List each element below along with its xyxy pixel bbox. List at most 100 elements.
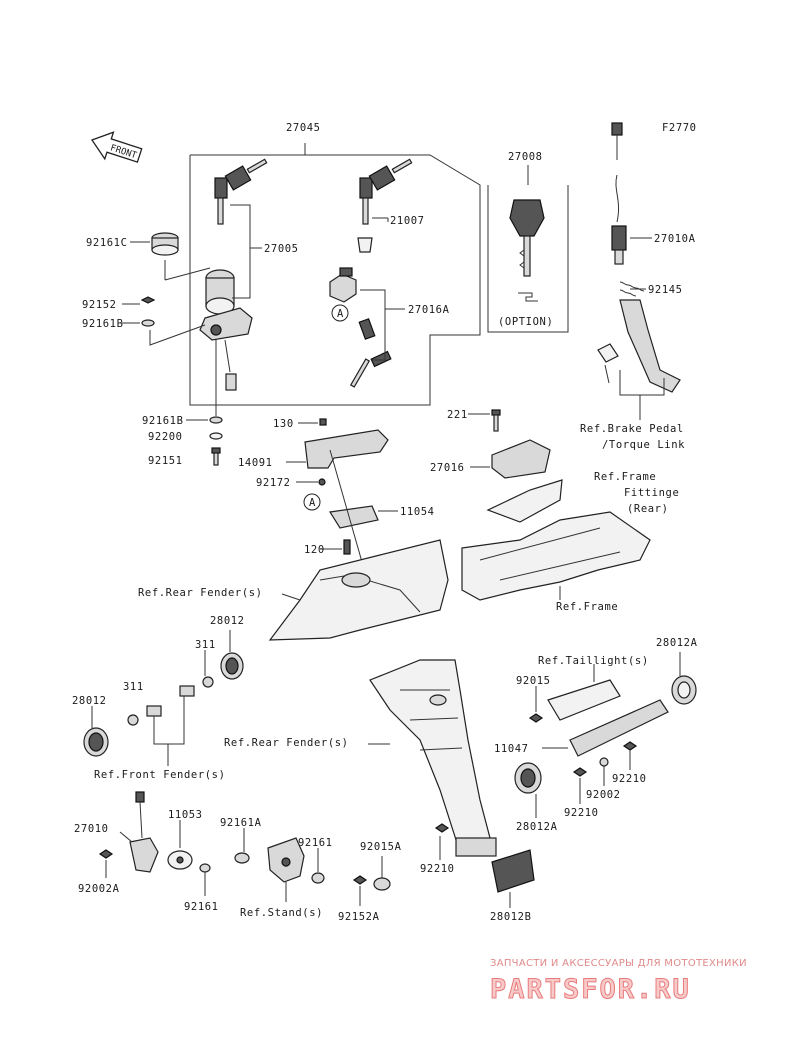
label-option: (OPTION) xyxy=(498,316,553,328)
bracket-11047-icon xyxy=(569,699,669,757)
brake-switch-27010a-icon xyxy=(611,122,627,265)
label-92151: 92151 xyxy=(148,455,183,467)
label-27045: 27045 xyxy=(286,122,321,134)
bolt-120-icon xyxy=(343,539,351,555)
label-ref-brake-pedal: Ref.Brake Pedal xyxy=(580,423,684,435)
reflector-28012-left-icon xyxy=(83,727,109,757)
label-92161c: 92161C xyxy=(86,237,128,249)
label-ref-rear-fender-upper: Ref.Rear Fender(s) xyxy=(138,587,263,599)
label-ref-torque-link: /Torque Link xyxy=(602,439,685,451)
label-92161a: 92161A xyxy=(220,817,262,829)
cover-92015a-icon xyxy=(373,877,391,891)
label-ref-stand: Ref.Stand(s) xyxy=(240,907,323,919)
label-311-a: 311 xyxy=(195,639,216,651)
nut-92152-icon xyxy=(140,296,156,304)
label-92172: 92172 xyxy=(256,477,291,489)
label-11053: 11053 xyxy=(168,809,203,821)
reflector-28012-top-icon xyxy=(220,652,244,680)
label-92152: 92152 xyxy=(82,299,117,311)
reflector-28012b-icon xyxy=(491,849,535,893)
nut-92210-b-icon xyxy=(572,767,588,777)
label-27008: 27008 xyxy=(508,151,543,163)
nut-311-b-icon xyxy=(127,714,139,726)
washer-92002-icon xyxy=(599,757,609,767)
label-27016: 27016 xyxy=(430,462,465,474)
label-92210-c: 92210 xyxy=(420,863,455,875)
rear-fender-lower-icon xyxy=(369,659,491,847)
clip-92172-icon xyxy=(318,478,326,486)
diagram-code: F2770 xyxy=(662,122,697,134)
marker-a-upper xyxy=(331,304,349,322)
key-pair-21007-icon xyxy=(357,158,413,253)
label-27010: 27010 xyxy=(74,823,109,835)
label-27005: 27005 xyxy=(264,243,299,255)
label-92152a: 92152A xyxy=(338,911,380,923)
label-92161-b: 92161 xyxy=(184,901,219,913)
kit-27045-outline xyxy=(189,154,481,406)
label-92200: 92200 xyxy=(148,431,183,443)
plate-bracket-icon xyxy=(455,837,497,857)
label-27016a: 27016A xyxy=(408,304,450,316)
nut-92002a-icon xyxy=(98,849,114,859)
label-92161-a: 92161 xyxy=(298,837,333,849)
label-92161b-low: 92161B xyxy=(142,415,184,427)
label-ref-frame-fittings-2: Fittinge xyxy=(624,487,679,499)
label-92210-a: 92210 xyxy=(612,773,647,785)
bracket-14091-icon xyxy=(304,429,389,469)
washer-92200-icon xyxy=(209,432,223,440)
label-27010a: 27010A xyxy=(654,233,696,245)
washer-92161-b-icon xyxy=(199,863,211,873)
label-92002a: 92002A xyxy=(78,883,120,895)
label-311-b: 311 xyxy=(123,681,144,693)
nut-92152a-icon xyxy=(352,875,368,885)
bolt-92151-icon xyxy=(211,447,221,466)
nut-311-a-icon xyxy=(202,676,214,688)
seat-lock-27016a-icon xyxy=(329,267,392,388)
seat-lock-27016-icon xyxy=(491,439,551,479)
reflector-28012a-low-icon xyxy=(514,762,542,794)
label-ref-frame-fittings-3: (Rear) xyxy=(627,503,669,515)
label-21007: 21007 xyxy=(390,215,425,227)
washer-92161b-low-icon xyxy=(209,416,223,424)
bolt-130-icon xyxy=(319,418,327,426)
label-92145: 92145 xyxy=(648,284,683,296)
label-ref-frame: Ref.Frame xyxy=(556,601,618,613)
marker-a-lower xyxy=(303,493,321,511)
bolt-front-fender-a-icon xyxy=(179,685,195,697)
label-28012a-top: 28012A xyxy=(656,637,698,649)
marker-a-upper-label: A xyxy=(337,308,344,320)
label-28012b: 28012B xyxy=(490,911,532,923)
label-120: 120 xyxy=(304,544,325,556)
frame-rear-icon xyxy=(461,511,651,601)
label-92015: 92015 xyxy=(516,675,551,687)
taillight-bracket-icon xyxy=(547,679,621,721)
label-28012-left: 28012 xyxy=(72,695,107,707)
bolt-221-icon xyxy=(491,409,501,432)
label-130: 130 xyxy=(273,418,294,430)
bolt-front-fender-b-icon xyxy=(146,705,162,717)
washer-92161-a-icon xyxy=(311,872,325,884)
nut-92210-c-icon xyxy=(434,823,450,833)
label-28012a-low: 28012A xyxy=(516,821,558,833)
brake-pedal-icon xyxy=(597,299,681,393)
label-ref-rear-fender-lower: Ref.Rear Fender(s) xyxy=(224,737,349,749)
watermark-tagline: ЗАПЧАСТИ И АКСЕССУАРЫ ДЛЯ МОТОТЕХНИКИ xyxy=(490,958,747,969)
label-ref-front-fender: Ref.Front Fender(s) xyxy=(94,769,226,781)
label-11054: 11054 xyxy=(400,506,435,518)
nut-92015-icon xyxy=(528,713,544,723)
label-92015a: 92015A xyxy=(360,841,402,853)
label-11047: 11047 xyxy=(494,743,529,755)
label-28012-top: 28012 xyxy=(210,615,245,627)
collar-92161a-icon xyxy=(234,852,250,864)
front-arrow-icon: FRONT xyxy=(90,131,143,163)
label-14091: 14091 xyxy=(238,457,273,469)
reflector-28012a-right-icon xyxy=(671,675,697,705)
ignition-switch-icon xyxy=(199,269,253,391)
key-pair-27005-icon xyxy=(214,158,268,225)
watermark-brand: PARTSFOR.RU xyxy=(490,974,691,1005)
marker-a-lower-label: A xyxy=(309,497,316,509)
label-92210-b: 92210 xyxy=(564,807,599,819)
label-92161b-top: 92161B xyxy=(82,318,124,330)
rear-fender-upper-icon xyxy=(268,539,449,641)
